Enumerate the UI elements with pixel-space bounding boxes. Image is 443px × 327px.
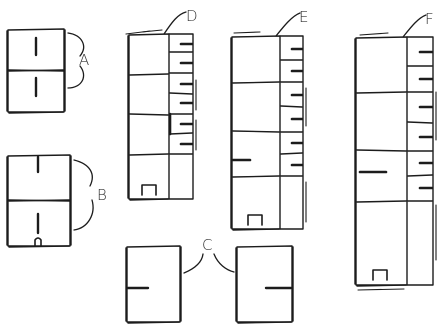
figure-f-main-column <box>354 36 408 287</box>
figure-e-side-column <box>279 35 304 230</box>
figure-e-sketch-strokes <box>233 31 307 223</box>
figure-e-leader <box>275 12 301 37</box>
figure-c-bracket-right <box>213 253 235 273</box>
figure-f-sketch-strokes <box>357 32 437 291</box>
figure-c-box-right <box>235 245 294 324</box>
figure-a: A <box>6 28 89 114</box>
figure-c-bracket-left <box>183 253 204 274</box>
figure-a-boxes <box>6 28 66 114</box>
figure-c: C <box>125 236 294 324</box>
figure-d-label: D <box>186 7 198 25</box>
figure-b-notch <box>34 237 42 247</box>
figure-d-side-column <box>168 33 194 200</box>
figure-c-box-left <box>125 245 182 324</box>
figure-b-label: B <box>97 186 107 204</box>
figure-e-notches <box>231 47 304 167</box>
figure-d-notches <box>168 42 194 146</box>
figure-b-bracket-top <box>73 159 93 187</box>
figure-d-main-column <box>127 33 170 201</box>
figure-a-bracket-top <box>67 32 85 57</box>
figure-e-label: E <box>299 8 308 26</box>
figure-f-side-column <box>406 36 434 286</box>
figure-b-bracket-bottom <box>73 199 94 231</box>
figure-d-sketch-strokes <box>125 29 197 151</box>
figure-f-notches <box>358 50 434 190</box>
figure-d-foot <box>141 184 157 196</box>
figure-f-leader <box>402 14 427 38</box>
figure-a-bracket-bottom <box>67 65 85 89</box>
figure-f: F <box>354 10 437 291</box>
figure-b: B <box>6 154 107 248</box>
figure-f-foot <box>372 269 388 281</box>
figure-a-label: A <box>79 51 89 69</box>
figure-c-label: C <box>202 236 212 254</box>
figure-e: E <box>230 8 308 231</box>
figure-e-main-column <box>230 35 281 231</box>
figure-e-foot <box>247 214 263 226</box>
figure-d: D <box>125 7 198 201</box>
figure-b-boxes <box>6 154 72 248</box>
figure-f-label: F <box>425 10 434 28</box>
figure-d-leader <box>163 11 187 35</box>
